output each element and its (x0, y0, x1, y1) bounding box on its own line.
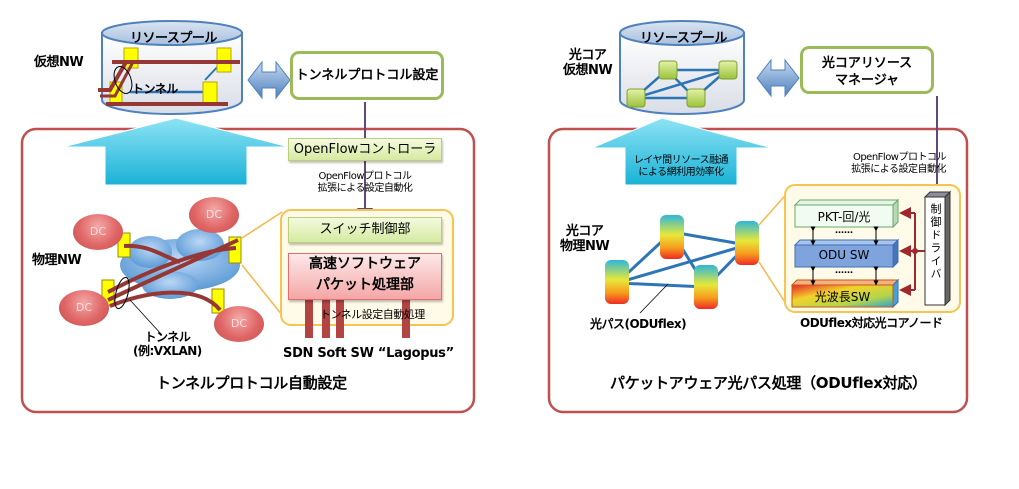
packet-processing-line1: 高速ソフトウェア (309, 256, 421, 272)
optical-path-label: 光パス(ODUflex) (590, 317, 687, 331)
left-panel-frame (20, 127, 476, 414)
dc-node-1: DC (73, 214, 123, 250)
left-double-arrow (247, 60, 291, 100)
right-arrow-note: レイヤ間リソース融通 による網利用効率化 (629, 155, 733, 179)
right-physical-nw-label-line2: 物理NW (560, 239, 610, 254)
dc-label: DC (89, 225, 107, 238)
dc-node-2: DC (189, 197, 239, 233)
right-up-arrow (591, 117, 773, 186)
openflow-controller-box[interactable]: OpenFlowコントローラ (288, 138, 442, 161)
resource-manager-line2: マネージャ (834, 73, 900, 88)
resource-manager-line1: 光コアリソース (821, 56, 913, 71)
optical-resource-manager-box[interactable]: 光コアリソース マネージャ (800, 46, 934, 94)
physical-nw-label: 物理NW (32, 253, 82, 268)
right-double-arrow (756, 58, 800, 98)
layer-dots-1: …… (835, 226, 853, 236)
dc-node-3: DC (59, 290, 109, 326)
right-arrow-note-line2: による網利用効率化 (638, 167, 724, 178)
physical-tunnel-label: トンネル (例:VXLAN) (133, 330, 202, 358)
physical-tunnel-name: トンネル (144, 330, 191, 344)
right-virtual-nw-label-line1: 光コア (568, 48, 607, 63)
dc-node-4: DC (214, 306, 264, 342)
optical-node-label: ODUflex対応光コアノード (800, 316, 943, 330)
dc-label: DC (205, 208, 223, 221)
switch-control-label: スイッチ制御部 (319, 222, 411, 237)
tunnel-auto-processing-label: トンネル設定自動処理 (320, 308, 425, 321)
left-virtual-nw-label: 仮想NW (34, 55, 84, 70)
right-openflow-note-line2: 拡張による設定自動化 (851, 164, 946, 175)
right-openflow-note: OpenFlowプロトコル 拡張による設定自動化 (836, 152, 946, 176)
dc-label: DC (75, 301, 93, 314)
optical-physical-network (605, 215, 759, 314)
left-openflow-note: OpenFlowプロトコル 拡張による設定自動化 (302, 171, 428, 195)
right-resource-pool-label: リソースプール (640, 31, 727, 46)
left-openflow-note-line1: OpenFlowプロトコル (318, 171, 412, 182)
left-resource-pool-label: リソースプール (130, 31, 217, 46)
layer-pkt-label: PKT-回/光 (817, 210, 871, 224)
sdn-soft-switch-name: SDN Soft SW “Lagopus” (283, 346, 454, 361)
layer-dots-2: …… (835, 266, 853, 276)
physical-tunnel-example: (例:VXLAN) (133, 344, 202, 358)
layer-wavelength-label: 光波長SW (814, 290, 871, 304)
left-up-arrow (62, 117, 290, 186)
left-openflow-note-line2: 拡張による設定自動化 (317, 183, 413, 194)
dc-label: DC (230, 317, 248, 330)
switch-control-box[interactable]: スイッチ制御部 (288, 217, 442, 243)
packet-processing-box[interactable]: 高速ソフトウェア パケット処理部 (288, 253, 442, 300)
right-virtual-nw-label-line2: 仮想NW (563, 63, 613, 78)
right-arrow-note-line1: レイヤ間リソース融通 (633, 155, 729, 166)
tunnel-protocol-setting-box[interactable]: トンネルプロトコル設定 (290, 51, 444, 100)
right-virtual-nw-label: 光コア 仮想NW (563, 48, 613, 78)
right-panel-title: パケットアウェア光パス処理（ODUflex対応） (610, 374, 927, 392)
right-physical-nw-label: 光コア 物理NW (560, 224, 610, 254)
tunnel-protocol-setting-label: トンネルプロトコル設定 (295, 68, 439, 83)
layer-odu-label: ODU SW (818, 248, 870, 262)
right-panel-frame (547, 127, 969, 414)
openflow-controller-label: OpenFlowコントローラ (293, 142, 437, 157)
layer-stack (790, 190, 952, 309)
left-resource-pool-cylinder (98, 20, 243, 115)
virtual-tunnel-label: トンネル (132, 82, 178, 96)
control-driver-label: 制御ドライバ (929, 203, 942, 281)
right-resource-pool-cylinder (619, 20, 745, 115)
right-openflow-note-line1: OpenFlowプロトコル (852, 152, 947, 163)
right-physical-nw-label-line1: 光コア (565, 224, 604, 239)
packet-processing-line2: パケット処理部 (316, 277, 414, 293)
left-panel-title: トンネルプロトコル自動設定 (156, 374, 347, 392)
